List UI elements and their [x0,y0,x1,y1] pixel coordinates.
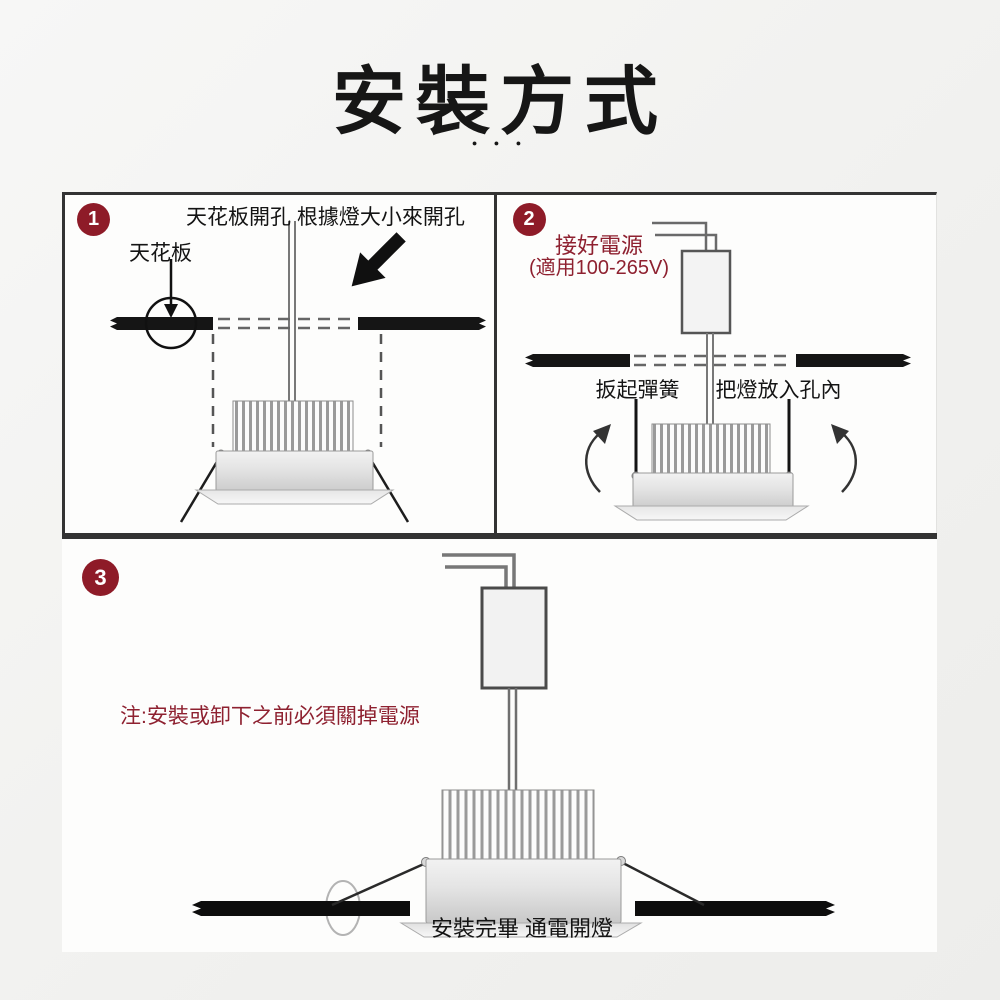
step2-insert-label: 把燈放入孔內 [715,379,842,402]
supply-wires [442,553,516,589]
step1-diagram [110,221,486,523]
ceiling-bars [110,317,486,330]
rotate-arrow-right-icon [830,424,857,493]
lamp-wire [705,333,714,425]
step1-panel: 1 天花板開孔 根據燈大小來開孔 天花板 [65,195,497,533]
step3-diagram [192,553,835,938]
power-wire [288,221,296,401]
downlight [399,789,643,938]
supply-wires [651,221,717,252]
downlight [612,423,810,521]
instruction-panels: 1 天花板開孔 根據燈大小來開孔 天花板 [62,192,937,952]
step2-power-label-line1: 接好電源 [555,233,644,258]
step2-number-badge: 2 [512,203,546,236]
panel-separator [62,533,937,539]
step2-spring-label: 扳起彈簧 [595,379,680,402]
step2-panel: 2 接好電源 (適用100-265V) 扳起彈簧 把燈放入孔內 [497,195,936,533]
lamp-wire [507,688,518,790]
driver-box [680,249,731,335]
step3-caption: 安裝完畢 通電開燈 [430,916,614,941]
springs-up [634,399,791,477]
rotate-arrow-left-icon [584,424,611,493]
top-row: 1 天花板開孔 根據燈大小來開孔 天花板 [62,192,937,533]
hole-guide-lines [211,334,383,447]
ceiling-marker-circle [144,296,198,350]
step1-number-badge: 1 [77,203,110,236]
driver-box [480,586,548,690]
downlight [179,400,410,523]
step2-power-label-line2: (適用100-265V) [528,257,670,279]
step3-number-badge: 3 [82,559,119,596]
step1-hole-label: 天花板開孔 根據燈大小來開孔 [186,206,465,229]
step1-ceiling-label: 天花板 [129,242,192,265]
ceiling-bars [524,354,911,367]
ceiling-pointer-arrow [164,259,178,318]
ceiling-bars [192,901,835,916]
page-title: 安裝方式 [332,60,668,143]
step2-diagram [524,221,911,521]
title-dots: ● ● ● [471,138,529,148]
step3-note: 注:安裝或卸下之前必須關掉電源 [120,705,420,728]
step3-panel: 3 注:安裝或卸下之前必須關掉電源 安裝完畢 通電開燈 [62,539,937,952]
arrow-down-icon [351,232,406,287]
